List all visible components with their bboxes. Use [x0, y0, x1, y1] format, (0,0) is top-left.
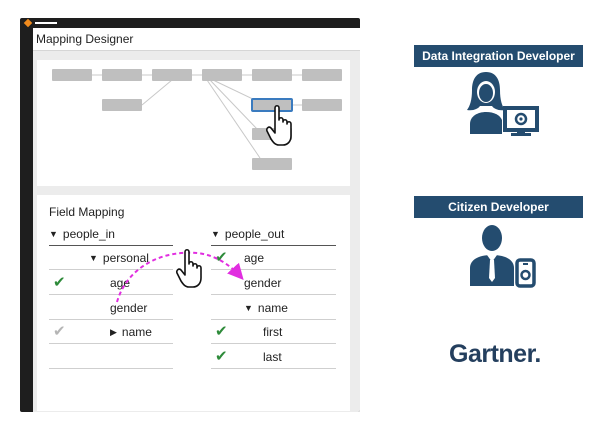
tree-row-people-out[interactable]: ▼ people_out [211, 222, 336, 246]
field-mapping-panel: Field Mapping ▼ people_in ▼ personal ✔ age… [37, 195, 350, 411]
tree-label: gender [110, 301, 148, 315]
window-topbar [20, 18, 360, 28]
diagram-nodes [52, 69, 342, 170]
tree-row-gender-out[interactable]: gender [211, 271, 336, 295]
tree-row-name-in[interactable]: ✔ ▶ name [49, 320, 173, 344]
window-menu-line [35, 22, 57, 24]
role-label-data-integration-developer: Data Integration Developer [414, 45, 583, 67]
tree-row-blank [49, 345, 173, 369]
app-logo-icon [23, 18, 33, 28]
mapping-designer-window: Mapping Designer [20, 18, 360, 412]
mapped-check-icon: ✔ [53, 274, 66, 291]
diagram-node[interactable] [252, 158, 292, 170]
diagram-node[interactable] [252, 69, 292, 81]
diagram-node[interactable] [102, 99, 142, 111]
gartner-logo: Gartner. [449, 340, 541, 368]
tree-label: last [263, 350, 282, 364]
tree-label: name [257, 301, 288, 315]
diagram-node[interactable] [302, 69, 342, 81]
drag-hand-icon [176, 248, 202, 288]
tree-label: people_out [224, 227, 285, 241]
mapping-diagram [52, 69, 342, 170]
tree-row-age-out[interactable]: ✔ age [211, 246, 336, 270]
expanded-triangle-icon[interactable]: ▼ [211, 229, 220, 239]
window-title: Mapping Designer [33, 28, 360, 51]
diagram-node[interactable] [52, 69, 92, 81]
pointer-hand-icon [266, 104, 292, 146]
expanded-triangle-icon[interactable]: ▼ [244, 303, 253, 313]
expanded-triangle-icon[interactable]: ▼ [89, 253, 98, 263]
tree-label: age [244, 251, 265, 265]
tree-row-age-in[interactable]: ✔ age [49, 271, 173, 295]
tree-row-people-in[interactable]: ▼ people_in [49, 222, 173, 246]
mapping-diagram-panel [37, 60, 350, 186]
tree-label: gender [244, 276, 282, 290]
diagram-links [92, 74, 302, 159]
window-content: Mapping Designer [33, 28, 360, 412]
diagram-node[interactable] [202, 69, 242, 81]
mapped-check-icon: ✔ [215, 348, 228, 365]
diagram-node-selected[interactable] [251, 98, 293, 112]
tree-row-name-out[interactable]: ▼ name [211, 296, 336, 320]
tree-label: name [121, 325, 152, 339]
mapped-check-icon: ✔ [215, 323, 228, 340]
tree-label: people_in [62, 227, 115, 241]
tree-label: age [110, 276, 131, 290]
tree-row-gender-in[interactable]: gender [49, 296, 173, 320]
businessman-icon [470, 225, 536, 288]
diagram-node[interactable] [102, 69, 142, 81]
diagram-node[interactable] [302, 99, 342, 111]
mapped-check-icon: ✔ [215, 249, 228, 266]
field-mapping-title: Field Mapping [49, 205, 125, 219]
tree-label: first [263, 325, 283, 339]
female-developer-icon [467, 72, 539, 136]
tree-row-last-out[interactable]: ✔ last [211, 345, 336, 369]
tree-label: personal [102, 251, 149, 265]
diagram-node[interactable] [152, 69, 192, 81]
tree-row-personal[interactable]: ▼ personal [49, 246, 173, 270]
role-label-citizen-developer: Citizen Developer [414, 196, 583, 218]
collapsed-triangle-icon[interactable]: ▶ [110, 327, 117, 337]
expanded-triangle-icon[interactable]: ▼ [49, 229, 58, 239]
partial-check-icon: ✔ [53, 323, 66, 340]
tree-row-first-out[interactable]: ✔ first [211, 320, 336, 344]
